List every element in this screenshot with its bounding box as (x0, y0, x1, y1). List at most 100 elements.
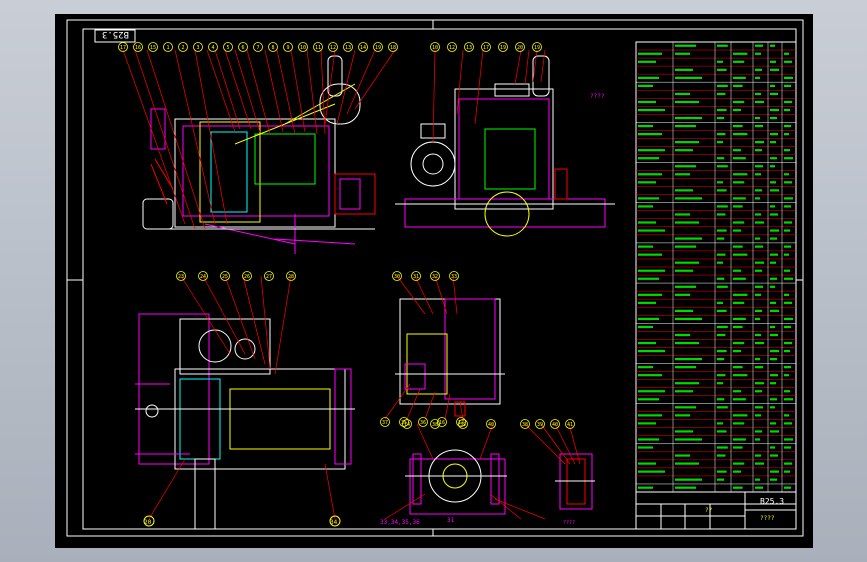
callout-balloon (193, 42, 203, 52)
bom-cell-text (733, 60, 745, 63)
bom-cell-text (717, 382, 723, 385)
callout-balloon (520, 419, 530, 429)
callout-number: 10 (300, 45, 306, 51)
bill-of-materials (635, 41, 797, 493)
bom-cell-text (770, 454, 778, 457)
bom-cell-text (755, 149, 762, 152)
bom-cell-text (784, 229, 790, 232)
bom-cell-text (638, 277, 659, 280)
leader-lines-side-2 (384, 275, 464, 420)
bom-cell-text (755, 269, 762, 272)
bom-cell-text (755, 245, 763, 248)
bom-cell-text (755, 76, 760, 79)
callout-number: 40 (552, 422, 558, 428)
bom-cell-text (784, 349, 790, 353)
side-note: ???? (590, 93, 605, 100)
bom-cell-text (784, 149, 790, 152)
bom-cell-text (675, 333, 690, 337)
bom-cell-text (638, 366, 653, 369)
bom-cell-text (755, 309, 762, 312)
drawing-viewport[interactable]: B25.3 (55, 14, 813, 548)
bom-cell-text (717, 60, 723, 63)
bom-cell-text (755, 430, 762, 433)
bom-cell-text (675, 221, 699, 224)
bom-cell-text (770, 165, 775, 168)
callout-number: 6 (241, 45, 244, 51)
callout-number: 39 (537, 422, 543, 428)
bom-cell-text (784, 221, 792, 224)
bom-cell-text (733, 149, 741, 152)
flywheel-view (405, 449, 507, 515)
callout-balloon (486, 419, 496, 429)
bom-cell-text (717, 349, 727, 353)
bom-cell-text (770, 430, 779, 433)
bom-cell-text (733, 245, 743, 248)
bom-cell-text (638, 149, 665, 152)
bom-cell-text (784, 277, 793, 280)
bom-cell-text (717, 181, 723, 184)
bom-cell-text (675, 68, 693, 71)
bom-cell-text (770, 253, 778, 256)
bom-cell-text (638, 462, 656, 465)
bom-cell-text (675, 478, 702, 481)
callout-balloon (223, 42, 233, 52)
bom-cell-text (638, 390, 665, 393)
bom-cell-text (638, 245, 653, 248)
callout-balloon (283, 42, 293, 52)
bom-cell-text (638, 398, 659, 401)
bom-cell-text (717, 84, 728, 87)
label-bottom-mid: 31 (447, 517, 455, 524)
callout-balloon (550, 419, 560, 429)
callout-balloon (238, 42, 248, 52)
label-bottom-left: 33,34,35,36 (380, 519, 420, 526)
bom-cell-text (733, 366, 743, 369)
bom-cell-text (733, 173, 748, 176)
callout-number: 19 (500, 45, 506, 51)
engine-side-view (395, 55, 615, 237)
bom-cell-text (717, 68, 727, 71)
bom-cell-text (717, 374, 726, 377)
bom-cell-text (755, 366, 763, 369)
bom-cell-text (770, 325, 775, 329)
callout-number: 39 (460, 422, 466, 428)
pulley-detail-view (555, 453, 595, 510)
title-block: B25.3 ?? ???? (635, 491, 797, 530)
bom-cell-text (784, 133, 789, 136)
title-sheet-label: ?? (705, 507, 713, 514)
bom-cell-text (675, 189, 693, 192)
bom-cell-text (770, 374, 778, 377)
bom-cell-text (784, 173, 789, 176)
bom-cell-text (675, 269, 693, 272)
bom-cell-text (755, 68, 762, 71)
callout-balloon (380, 417, 390, 427)
bom-cell-text (638, 100, 656, 104)
callout-balloon (481, 42, 491, 52)
callout-balloon (133, 42, 143, 52)
callout-balloon (198, 271, 208, 281)
bom-cell-text (770, 406, 775, 409)
bom-cell-text (675, 261, 699, 264)
bom-cell-text (733, 197, 746, 200)
bom-cell-text (717, 189, 727, 192)
bom-cell-text (717, 277, 725, 280)
callout-number: 13 (466, 45, 472, 51)
bom-cell-text (675, 165, 696, 168)
bom-cell-text (717, 165, 728, 168)
bom-cell-text (733, 84, 743, 87)
bom-cell-text (770, 44, 775, 47)
bom-cell-text (733, 181, 745, 184)
bom-cell-text (675, 52, 690, 55)
bom-cell-text (675, 116, 702, 120)
callout-balloon (456, 417, 466, 427)
bom-cell-text (784, 108, 790, 112)
callout-balloon (268, 42, 278, 52)
bom-cell-text (770, 237, 777, 240)
callout-number: 26 (244, 274, 250, 280)
bom-cell-text (755, 406, 763, 409)
callout-balloon (358, 42, 368, 52)
callout-number: 30 (394, 274, 400, 280)
bom-cell-text (717, 157, 725, 160)
callout-balloon (437, 417, 447, 427)
